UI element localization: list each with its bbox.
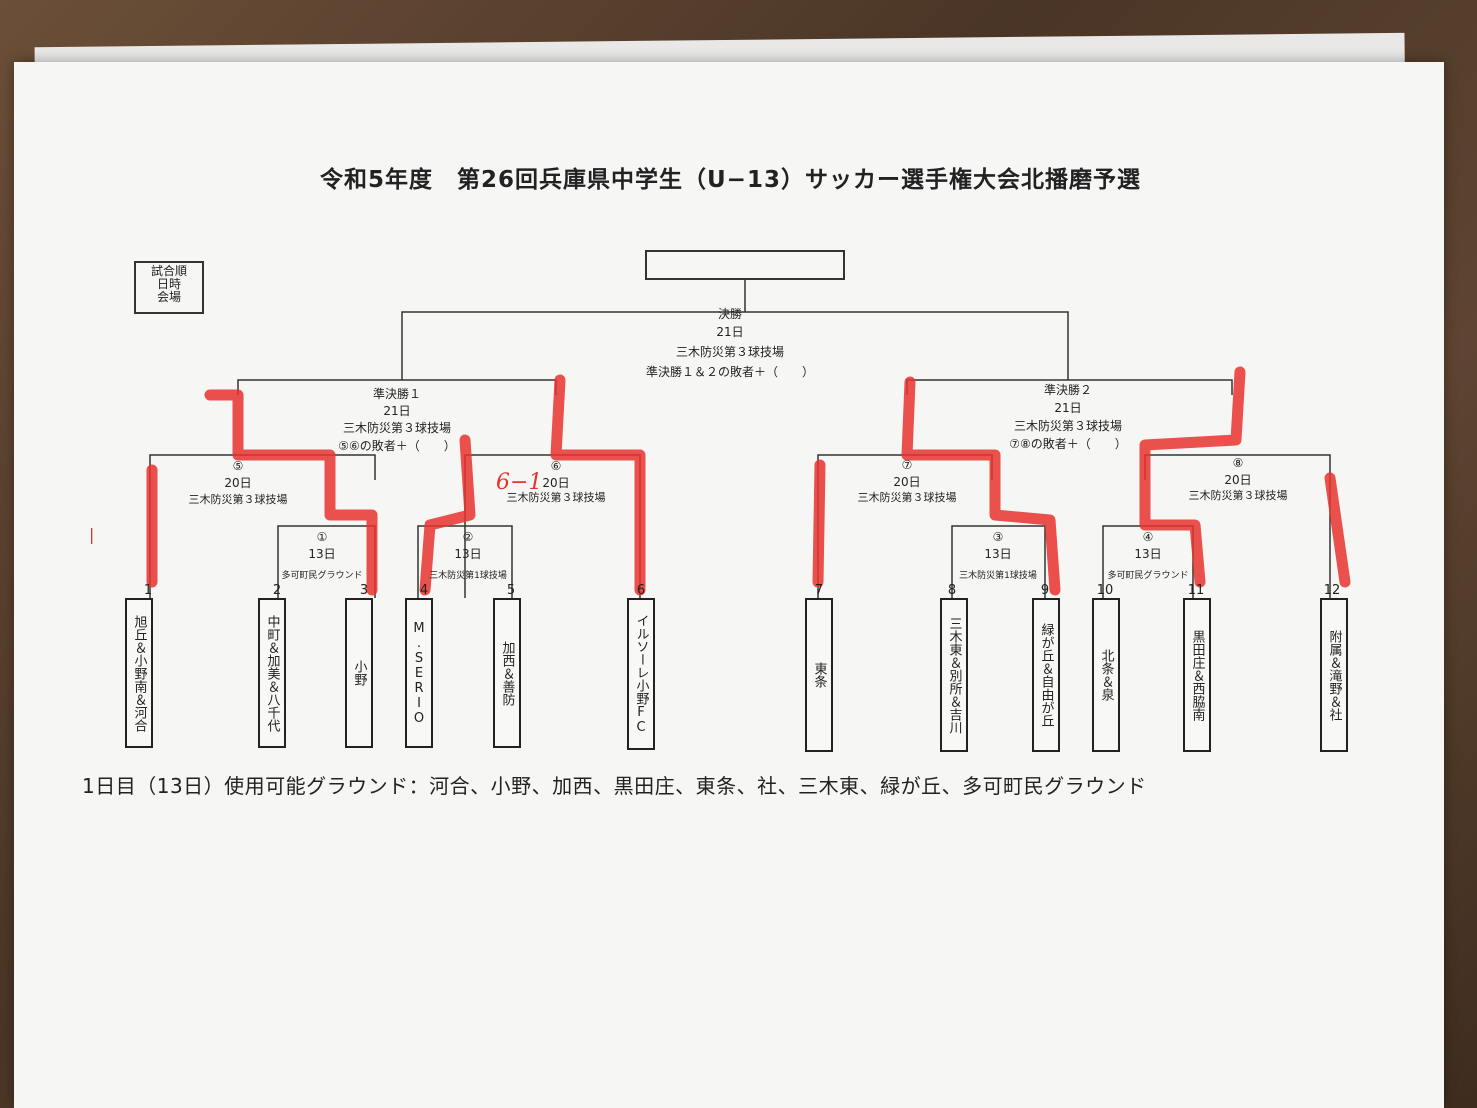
team-number: 4 bbox=[419, 583, 429, 598]
m5-venue: 三木防災第３球技場 bbox=[188, 493, 288, 506]
m4-date: 13日 bbox=[1134, 547, 1162, 561]
semi1-venue: 三木防災第３球技場 bbox=[342, 421, 452, 435]
semi1-label: 準決勝１ bbox=[372, 387, 422, 401]
team-number: 3 bbox=[359, 583, 369, 598]
m6-date: 20日 bbox=[542, 476, 570, 490]
m1-date: 13日 bbox=[308, 547, 336, 561]
m3-venue: 三木防災第1球技場 bbox=[959, 571, 1037, 581]
team-box: 加西＆善防 bbox=[493, 598, 521, 748]
team-box: イルソーレ小野FC bbox=[627, 598, 655, 750]
team-number: 11 bbox=[1187, 583, 1205, 598]
m1-num: ① bbox=[316, 530, 328, 544]
legend-venue: 会場 bbox=[156, 290, 181, 304]
semi1-date: 21日 bbox=[383, 404, 411, 418]
m5-date: 20日 bbox=[224, 476, 252, 490]
m5-num: ⑤ bbox=[232, 459, 244, 473]
m2-date: 13日 bbox=[454, 547, 482, 561]
m4-num: ④ bbox=[1142, 530, 1154, 544]
legend-box: 試合順 日時 会場 bbox=[134, 261, 204, 314]
m3-date: 13日 bbox=[984, 547, 1012, 561]
team-number: 1 bbox=[143, 583, 153, 598]
handwritten-score: 6−1 bbox=[496, 470, 543, 495]
m8-date: 20日 bbox=[1224, 473, 1252, 487]
team-number: 5 bbox=[506, 583, 516, 598]
footer-note: 1日目（13日）使用可能グラウンド：河合、小野、加西、黒田庄、東条、社、三木東、… bbox=[82, 774, 1147, 798]
page-title: 令和5年度 第26回兵庫県中学生（U−13）サッカー選手権大会北播磨予選 bbox=[320, 167, 1141, 193]
team-number: 12 bbox=[1323, 583, 1341, 598]
team-box: 中町＆加美＆八千代 bbox=[258, 598, 286, 748]
final-venue: 三木防災第３球技場 bbox=[675, 345, 785, 359]
team-box: M.SERIO bbox=[405, 598, 433, 748]
team-box: 三木東＆別所＆吉川 bbox=[940, 598, 968, 752]
team-number: 10 bbox=[1096, 583, 1114, 598]
svg-text:|: | bbox=[89, 525, 94, 544]
marker-strokes bbox=[146, 366, 1351, 596]
m7-venue: 三木防災第３球技場 bbox=[857, 491, 957, 504]
m2-num: ② bbox=[462, 530, 474, 544]
semi2-note: ⑦⑧の敗者＋（ ） bbox=[1009, 437, 1127, 451]
semi2-venue: 三木防災第３球技場 bbox=[1013, 419, 1123, 433]
m7-date: 20日 bbox=[893, 475, 921, 489]
m4-venue: 多可町民グラウンド bbox=[1107, 571, 1189, 581]
semi1-note: ⑤⑥の敗者＋（ ） bbox=[338, 439, 456, 453]
final-note: 準決勝１＆２の敗者＋（ ） bbox=[645, 365, 815, 379]
m8-num: ⑧ bbox=[1232, 456, 1244, 470]
semi2-date: 21日 bbox=[1054, 401, 1082, 415]
final-label: 決勝 bbox=[717, 307, 743, 321]
team-box: 北条＆泉 bbox=[1092, 598, 1120, 752]
m1-venue: 多可町民グラウンド bbox=[281, 571, 363, 581]
champion-box bbox=[645, 250, 845, 280]
m6-num: ⑥ bbox=[550, 459, 562, 473]
team-number: 6 bbox=[636, 583, 646, 598]
legend-datetime: 日時 bbox=[156, 277, 181, 291]
m7-num: ⑦ bbox=[901, 458, 913, 472]
m6-venue: 三木防災第３球技場 bbox=[506, 491, 606, 504]
team-number: 9 bbox=[1040, 583, 1050, 598]
m8-venue: 三木防災第３球技場 bbox=[1188, 489, 1288, 502]
m2-venue: 三木防災第1球技場 bbox=[429, 571, 507, 581]
team-box: 小野 bbox=[345, 598, 373, 748]
team-box: 東条 bbox=[805, 598, 833, 752]
team-box: 旭丘＆小野南＆河合 bbox=[125, 598, 153, 748]
final-date: 21日 bbox=[716, 325, 744, 339]
team-number: 2 bbox=[272, 583, 282, 598]
paper-sheet bbox=[14, 62, 1444, 1108]
team-number: 8 bbox=[947, 583, 957, 598]
legend-order: 試合順 bbox=[150, 264, 187, 278]
team-box: 附属＆滝野＆社 bbox=[1320, 598, 1348, 752]
semi2-label: 準決勝２ bbox=[1043, 383, 1093, 397]
team-box: 黒田庄＆西脇南 bbox=[1183, 598, 1211, 752]
team-number: 7 bbox=[814, 583, 824, 598]
m3-num: ③ bbox=[992, 530, 1004, 544]
team-box: 緑が丘＆自由が丘 bbox=[1032, 598, 1060, 752]
